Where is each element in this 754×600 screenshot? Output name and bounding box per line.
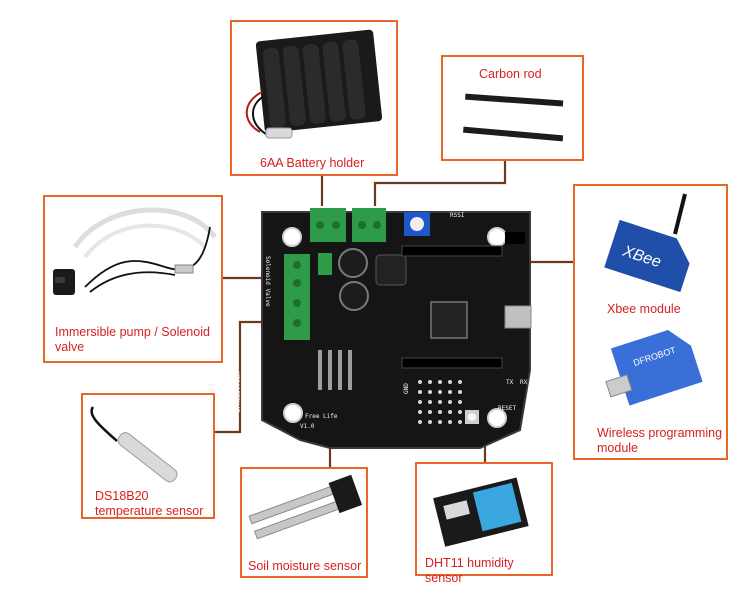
board-reset-mark: RESET: [498, 405, 516, 412]
board-rssi-mark: RSSI: [450, 212, 465, 219]
pump-label: Immersible pump / Solenoid valve: [55, 325, 210, 354]
battery-holder-box: 6AA Battery holder: [230, 20, 398, 176]
xbee-module-image: XBee: [604, 193, 690, 293]
carbon-rod-box: Carbon rod: [441, 55, 584, 161]
board-lfree-mark: Free Life: [305, 413, 338, 420]
pump-box: Immersible pump / Solenoid valve: [43, 195, 223, 363]
soil-label: Soil moisture sensor: [248, 559, 362, 573]
board-solenoid-mark: Solenoid Valve: [264, 256, 271, 307]
xbee-box: XBee Xbee module DFROBOT Wireless progra…: [573, 184, 728, 460]
board-rx-mark: RX: [520, 379, 528, 386]
wireless-label: Wireless programming module: [597, 426, 723, 455]
battery-holder-image: [245, 29, 383, 139]
soil-sensor-image: [248, 474, 363, 540]
board-gnd-mark: GND: [403, 383, 410, 394]
board-version: V1.0: [300, 423, 315, 430]
soil-box: Soil moisture sensor: [240, 467, 368, 578]
carbon-rod-image: [463, 93, 564, 142]
ds18b20-label: DS18B20 temperature sensor: [95, 489, 204, 518]
xbee-label: Xbee module: [607, 302, 681, 316]
wireless-module-image: DFROBOT: [605, 329, 703, 406]
dht11-label: DHT11 humidity sensor: [425, 556, 514, 585]
dht11-box: DHT11 humidity sensor: [415, 462, 553, 585]
pump-image: [53, 207, 217, 295]
board-model: DFR0Bot.com: [235, 372, 242, 412]
dht11-image: [433, 477, 529, 547]
battery-holder-label: 6AA Battery holder: [260, 156, 365, 170]
carbon-rod-label: Carbon rod: [479, 67, 542, 81]
board-tx-mark: TX: [506, 379, 514, 386]
ds18b20-image: [90, 406, 178, 483]
connector-carbon: [373, 160, 507, 206]
ds18b20-box: DS18B20 temperature sensor: [81, 393, 215, 519]
